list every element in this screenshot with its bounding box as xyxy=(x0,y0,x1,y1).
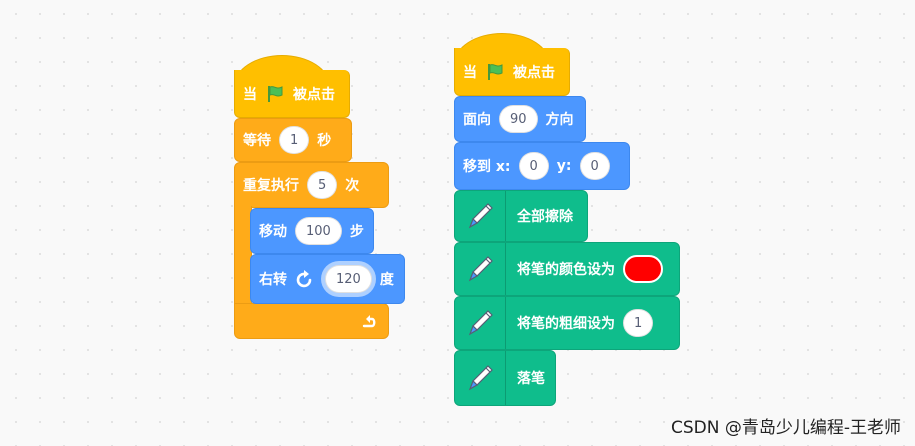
pen-icon xyxy=(465,201,495,231)
pen-icon xyxy=(465,363,495,393)
direction-unit: 方向 xyxy=(545,112,574,128)
clicked-label: 被点击 xyxy=(513,64,555,81)
erase-all-block[interactable]: 全部擦除 xyxy=(454,190,588,242)
seconds-unit: 秒 xyxy=(317,133,332,149)
set-pen-color-label: 将笔的颜色设为 xyxy=(517,262,615,278)
clicked-label: 被点击 xyxy=(293,86,335,103)
pen-extension-badge xyxy=(455,191,506,241)
pen-extension-badge xyxy=(455,297,506,349)
point-label: 面向 xyxy=(463,112,491,128)
pen-size-input[interactable]: 1 xyxy=(623,309,654,337)
turn-degrees-input[interactable]: 120 xyxy=(325,265,372,293)
green-flag-icon xyxy=(485,62,505,82)
pen-down-label: 落笔 xyxy=(517,371,545,387)
pen-extension-badge xyxy=(455,351,506,405)
repeat-count-input[interactable]: 5 xyxy=(307,171,338,199)
move-label: 移动 xyxy=(259,224,287,240)
repeat-footer xyxy=(234,303,389,339)
degrees-unit: 度 xyxy=(379,272,394,288)
pen-icon xyxy=(465,308,495,338)
when-flag-clicked-block[interactable]: 当 被点击 xyxy=(454,48,570,96)
set-pen-color-block[interactable]: 将笔的颜色设为 xyxy=(454,242,680,296)
pen-color-swatch[interactable] xyxy=(623,255,663,283)
watermark: CSDN @青岛少儿编程-王老师 xyxy=(670,418,901,438)
set-pen-size-block[interactable]: 将笔的粗细设为 1 xyxy=(454,296,680,350)
erase-all-label: 全部擦除 xyxy=(517,209,573,225)
direction-input[interactable]: 90 xyxy=(499,105,538,133)
turn-right-block[interactable]: 右转 120 度 xyxy=(250,254,405,304)
x-input[interactable]: 0 xyxy=(518,152,549,180)
y-label: y: xyxy=(556,158,572,174)
times-unit: 次 xyxy=(345,178,360,194)
repeat-block[interactable]: 重复执行 5 次 xyxy=(234,162,389,208)
goto-xy-block[interactable]: 移到 x: 0 y: 0 xyxy=(454,142,630,190)
loop-arrow-icon xyxy=(360,311,380,331)
point-in-direction-block[interactable]: 面向 90 方向 xyxy=(454,96,586,142)
move-steps-block[interactable]: 移动 100 步 xyxy=(250,208,374,254)
steps-unit: 步 xyxy=(349,224,364,240)
rotate-right-icon xyxy=(295,269,315,289)
move-steps-input[interactable]: 100 xyxy=(295,217,342,245)
goto-x-label: 移到 x: xyxy=(463,159,511,175)
when-flag-clicked-block[interactable]: 当 被点击 xyxy=(234,70,350,118)
when-label: 当 xyxy=(243,86,257,103)
when-label: 当 xyxy=(463,64,477,81)
wait-label: 等待 xyxy=(243,133,271,149)
green-flag-icon xyxy=(265,84,285,104)
pen-extension-badge xyxy=(455,243,506,295)
set-pen-size-label: 将笔的粗细设为 xyxy=(517,316,615,332)
y-input[interactable]: 0 xyxy=(579,152,610,180)
wait-seconds-input[interactable]: 1 xyxy=(279,126,310,154)
repeat-label: 重复执行 xyxy=(243,178,299,194)
pen-icon xyxy=(465,254,495,284)
pen-down-block[interactable]: 落笔 xyxy=(454,350,556,406)
turn-right-label: 右转 xyxy=(259,272,287,288)
wait-block[interactable]: 等待 1 秒 xyxy=(234,118,352,162)
